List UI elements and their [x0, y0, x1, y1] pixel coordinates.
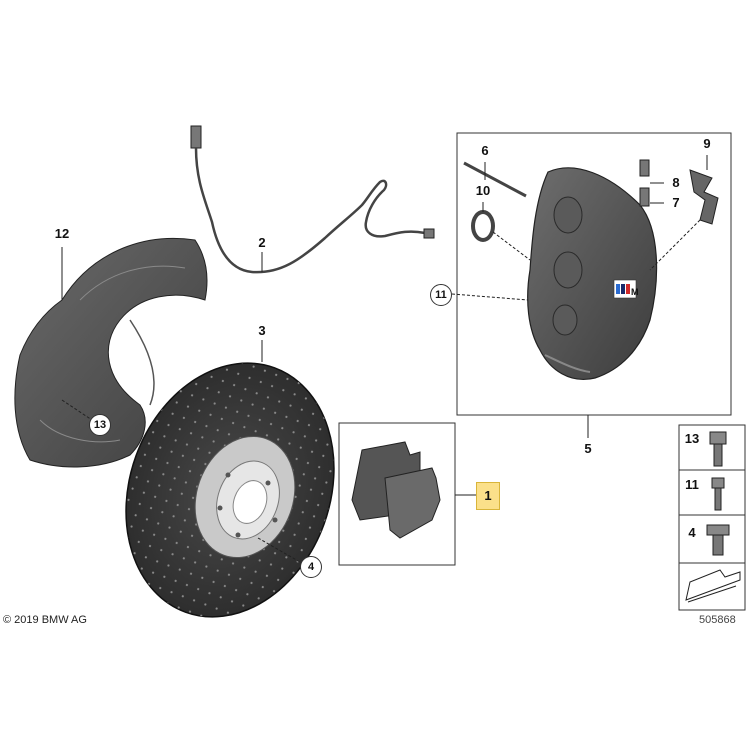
label-disc: 3 — [258, 323, 266, 338]
brake-shield — [14, 237, 208, 468]
label-seal-ring: 10 — [475, 183, 491, 198]
label-disc-screw: 4 — [300, 556, 322, 578]
label-pads: 1 — [476, 482, 500, 510]
label-shield-bolt: 13 — [89, 414, 111, 436]
reference-number: 505868 — [699, 614, 736, 626]
seal-ring — [471, 210, 495, 242]
spring-clip — [689, 169, 719, 225]
hardware-panel — [678, 424, 746, 611]
bleed-pin — [463, 161, 527, 198]
brake-caliper: M — [527, 167, 658, 380]
brake-disc — [125, 362, 335, 618]
label-caliper: 5 — [584, 441, 592, 456]
caliper-badge: M — [631, 287, 639, 297]
panel-label-13: 13 — [684, 431, 700, 446]
bleed-valves — [639, 159, 650, 207]
panel-label-4: 4 — [688, 525, 696, 540]
wear-sensor — [190, 125, 435, 274]
label-bleed-valve-7: 7 — [672, 195, 680, 210]
label-shield: 12 — [54, 226, 70, 241]
caliper-box — [456, 132, 732, 416]
label-spring-clip: 9 — [703, 136, 711, 151]
label-sensor: 2 — [258, 235, 266, 250]
label-caliper-bolt: 11 — [430, 284, 452, 306]
brake-pads — [351, 441, 441, 539]
copyright-text: © 2019 BMW AG — [3, 614, 87, 626]
label-bleed-pin: 6 — [481, 143, 489, 158]
label-bleed-valve-8: 8 — [672, 175, 680, 190]
pads-box — [338, 422, 456, 566]
panel-label-11: 11 — [685, 477, 699, 492]
